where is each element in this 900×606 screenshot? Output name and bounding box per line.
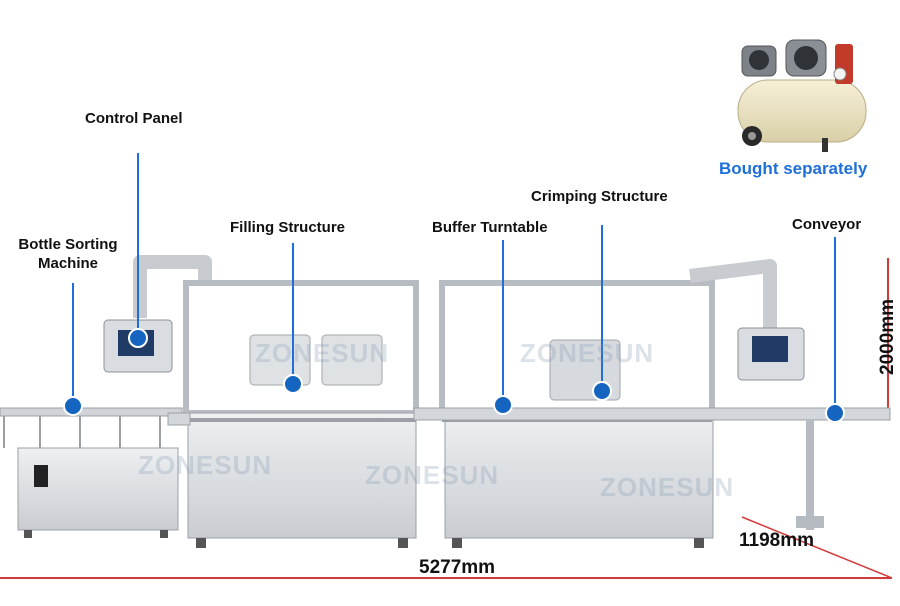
label-bottle-sorting-line1: Bottle Sorting bbox=[18, 236, 118, 253]
marker-buffer-turntable bbox=[493, 395, 513, 415]
watermark: ZONESUN bbox=[365, 460, 500, 490]
label-buffer-turntable: Buffer Turntable bbox=[432, 219, 548, 236]
leader-lines bbox=[72, 153, 836, 412]
watermark: ZONESUN bbox=[138, 450, 273, 480]
watermark: ZONESUN bbox=[600, 472, 735, 502]
label-bought-separately: Bought separately bbox=[719, 159, 868, 178]
watermark: ZONESUN bbox=[520, 338, 655, 368]
dimension-length: 5277mm bbox=[419, 557, 496, 578]
marker-control-panel bbox=[128, 328, 148, 348]
filling-machine bbox=[183, 280, 419, 548]
conveyor bbox=[167, 407, 891, 530]
marker-conveyor bbox=[825, 403, 845, 423]
dimension-width: 1198mm bbox=[739, 530, 815, 551]
label-conveyor: Conveyor bbox=[792, 216, 862, 233]
air-compressor bbox=[737, 39, 867, 152]
control-panel-unit bbox=[103, 255, 212, 373]
label-crimping-structure: Crimping Structure bbox=[531, 188, 668, 205]
marker-dots bbox=[63, 328, 845, 423]
dimension-height: 2000mm bbox=[877, 298, 898, 375]
watermark: ZONESUN bbox=[255, 338, 390, 368]
right-control-panel-unit bbox=[689, 259, 805, 381]
marker-crimping-structure bbox=[592, 381, 612, 401]
label-filling-structure: Filling Structure bbox=[230, 219, 346, 236]
label-bottle-sorting-line2: Machine bbox=[37, 255, 98, 272]
label-control-panel: Control Panel bbox=[85, 110, 183, 127]
label-bottle-sorting-machine: Bottle Sorting Machine bbox=[4, 235, 132, 273]
bottle-sorting-machine bbox=[0, 407, 183, 538]
marker-bottle-sorting bbox=[63, 396, 83, 416]
marker-filling-structure bbox=[283, 374, 303, 394]
